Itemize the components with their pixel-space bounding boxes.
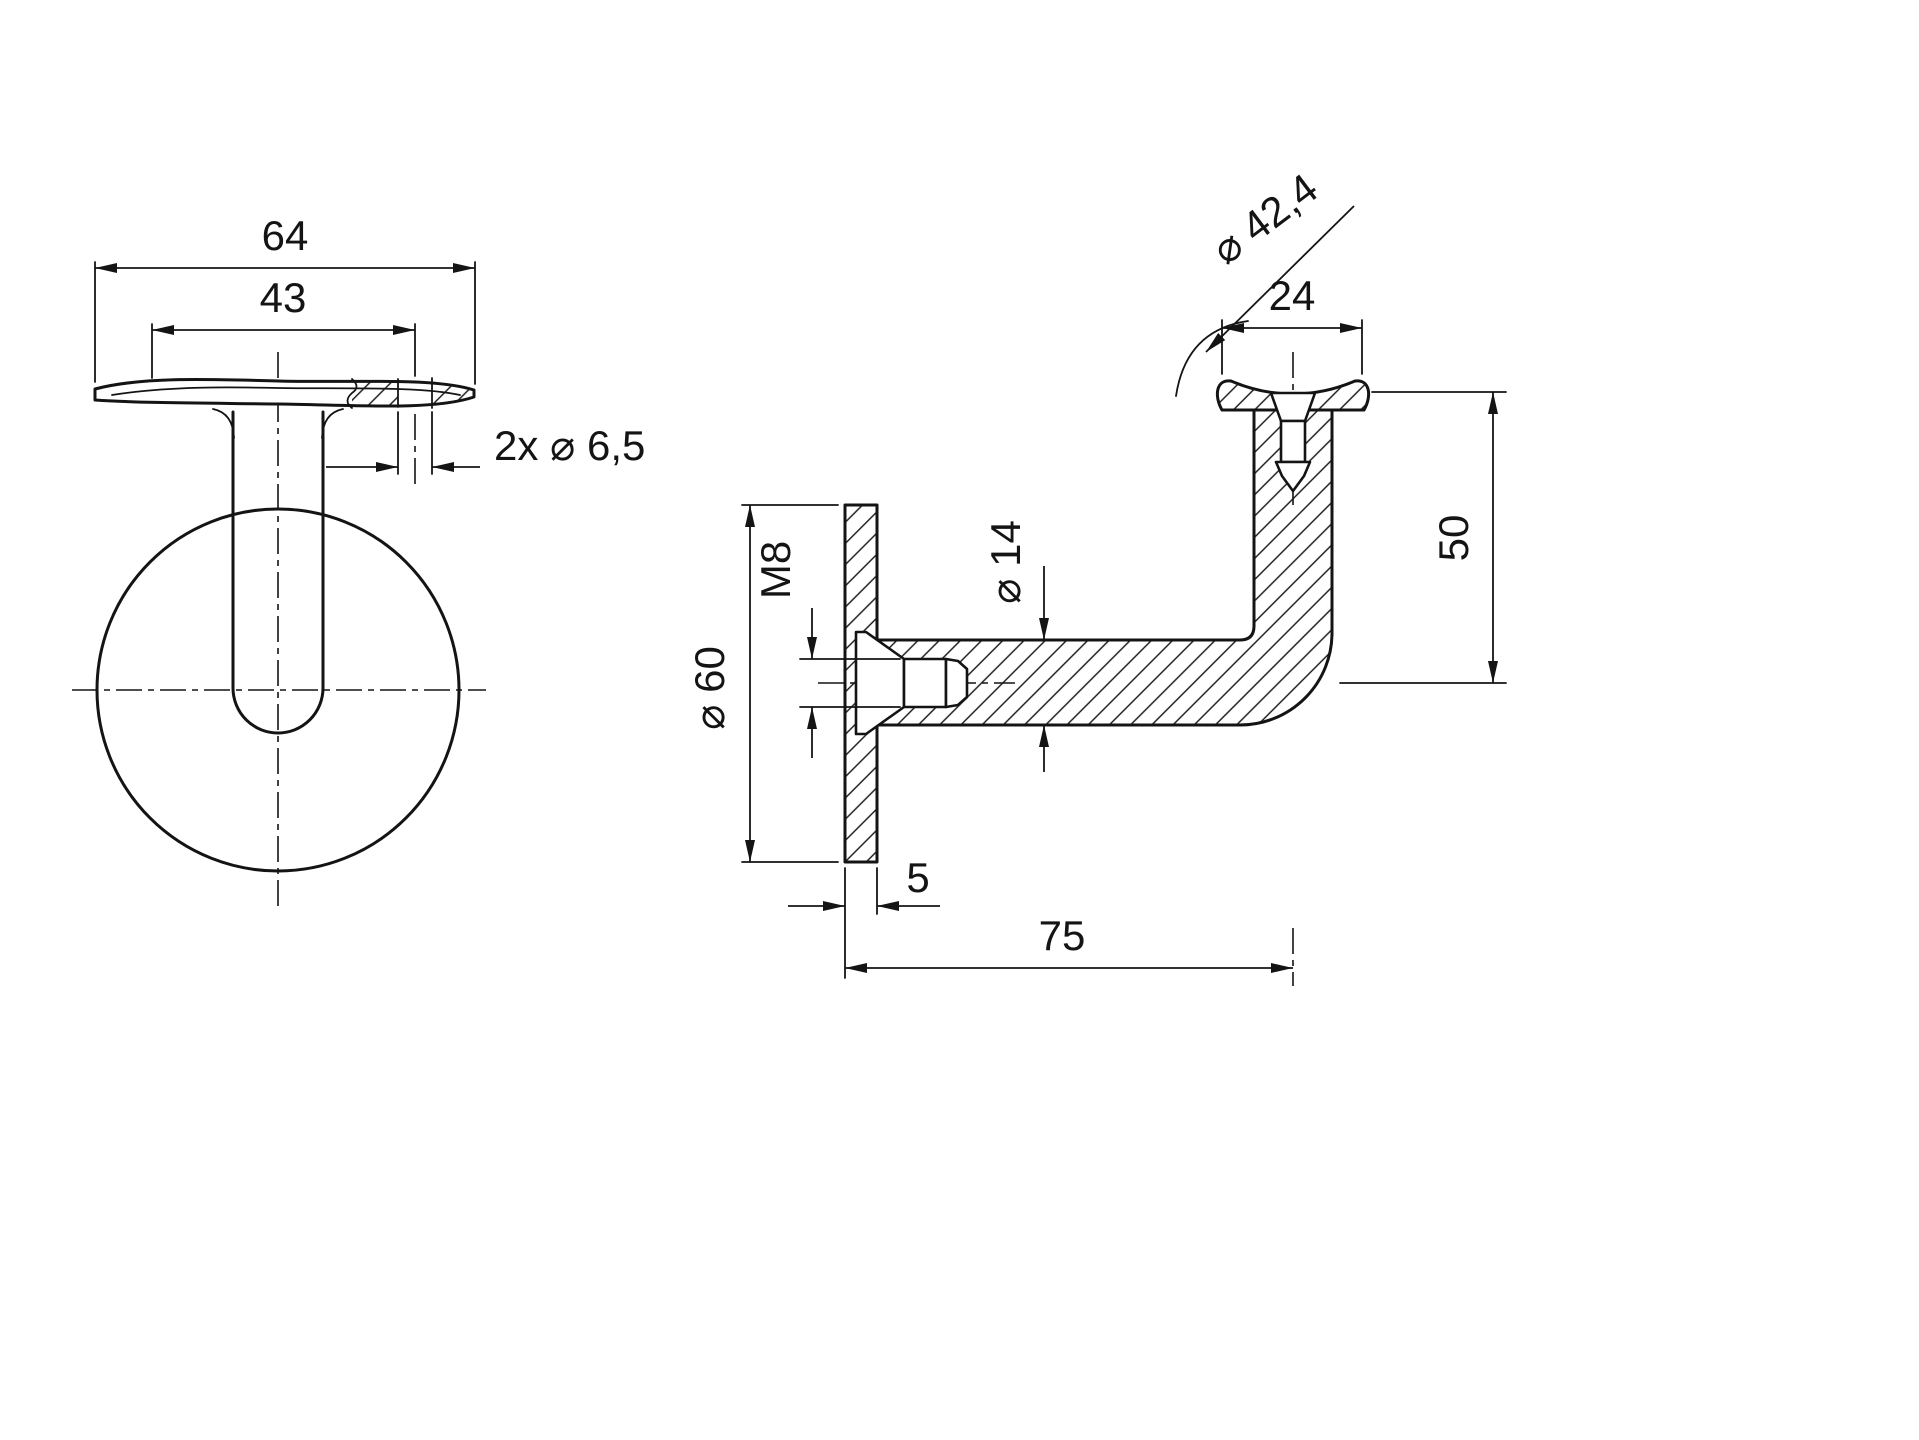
screw-tip (944, 657, 969, 709)
saddle-plate-front (93, 377, 476, 408)
stem-fillet-left (212, 408, 235, 439)
front-view: 64 43 2x ⌀ 6,5 (72, 212, 645, 906)
wall-flange-circle (95, 507, 461, 873)
bracket-arm-section (875, 408, 1334, 727)
saddle-screw-point (1274, 460, 1312, 493)
dim-holes: 2x ⌀ 6,5 (494, 422, 645, 469)
countersunk-screw (854, 630, 969, 736)
section-break-line (346, 378, 358, 409)
screw-shank (902, 657, 948, 709)
dim-hole-spacing: 43 (260, 274, 307, 321)
dim-overall-width: 64 (262, 212, 309, 259)
dim-height-to-axis: 50 (1430, 515, 1477, 562)
stem-fillet-right (321, 408, 344, 439)
saddle-screw-shank (1279, 419, 1307, 464)
side-view: ⌀ 42,4 24 50 ⌀ 60 M8 ⌀ 14 5 75 (686, 164, 1507, 986)
dim-thread: M8 (752, 541, 799, 599)
saddle-screw (1269, 391, 1317, 493)
bracket-stem (231, 410, 325, 735)
saddle-surface-curve (111, 386, 461, 396)
dim-arm-diameter: ⌀ 14 (982, 520, 1029, 604)
dim-plate-diameter: ⌀ 60 (686, 646, 733, 730)
dim-wall-projection: 75 (1039, 912, 1086, 959)
dim-saddle-width: 24 (1269, 272, 1316, 319)
dim-plate-thickness: 5 (906, 854, 929, 901)
dim-handrail-diameter: ⌀ 42,4 (1203, 164, 1326, 273)
